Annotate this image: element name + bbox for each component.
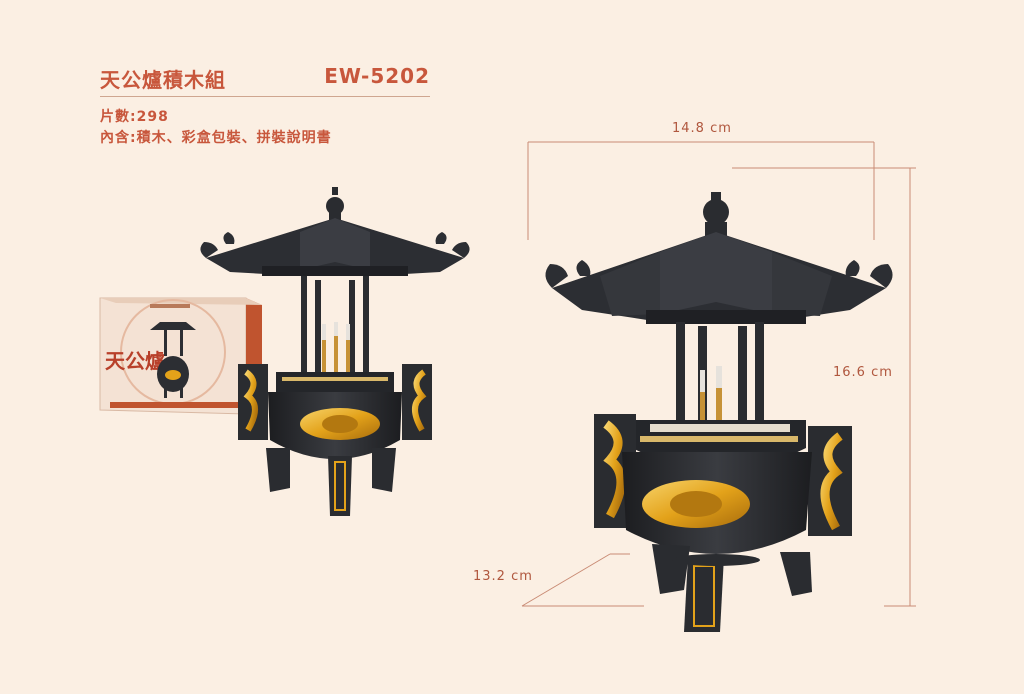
product-box: 天公爐 [99,297,262,416]
title-row: 天公爐積木組 EW-5202 [100,62,430,97]
product-title: 天公爐積木組 [100,68,226,92]
height-label: 16.6 cm [833,365,893,380]
censer-large [545,192,893,632]
model-number: EW-5202 [324,64,430,88]
dimension-lines [521,141,916,607]
pieces-count: 片數:298 [100,109,169,125]
censer-small [200,187,470,516]
width-label: 14.8 cm [672,121,732,136]
package-contents: 內含:積木、彩盒包裝、拼裝說明書 [100,130,332,146]
box-title: 天公爐 [105,349,165,373]
depth-label: 13.2 cm [473,569,533,584]
